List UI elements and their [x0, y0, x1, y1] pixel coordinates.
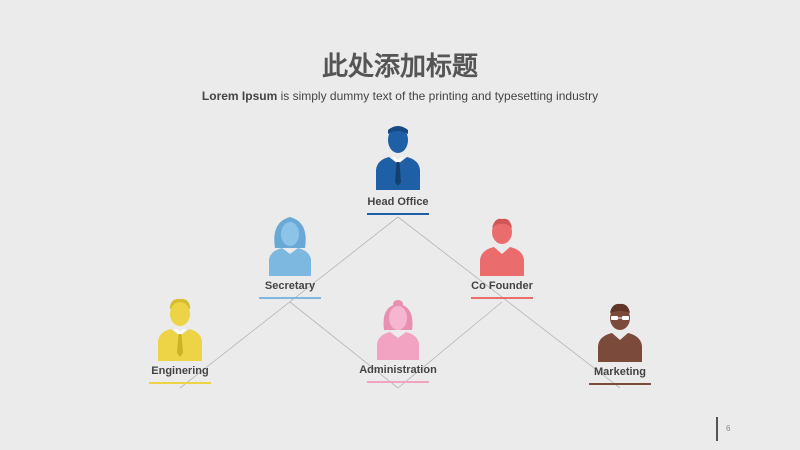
node-secretary: Secretary	[230, 214, 350, 299]
page-number-divider	[716, 417, 718, 441]
node-co-founder: Co Founder	[442, 216, 562, 299]
node-underline	[149, 382, 211, 384]
node-label: Enginering	[151, 365, 209, 377]
node-label: Head Office	[367, 196, 429, 208]
node-underline	[259, 297, 321, 299]
node-label: Co Founder	[471, 280, 533, 292]
page-title: 此处添加标题	[321, 52, 478, 82]
node-administration: Administration	[338, 298, 458, 383]
node-label: Marketing	[594, 366, 646, 378]
node-underline	[367, 381, 429, 383]
node-underline	[367, 213, 429, 215]
man-glasses-icon	[598, 303, 642, 362]
woman-icon	[377, 300, 419, 360]
node-head-office: Head Office	[338, 124, 458, 215]
node-label: Administration	[359, 364, 437, 376]
page-number: 6	[726, 424, 731, 433]
subtitle-rest: is simply dummy text of the printing and…	[277, 89, 599, 103]
man-tie-icon	[158, 298, 202, 361]
node-marketing: Marketing	[560, 302, 680, 385]
businessman-tie-icon	[376, 126, 420, 190]
connector-line	[397, 216, 621, 389]
man-icon	[480, 218, 524, 276]
connector-line	[179, 216, 399, 389]
node-enginering: Enginering	[120, 297, 240, 384]
node-label: Secretary	[264, 280, 316, 292]
node-underline	[589, 383, 651, 385]
woman-icon	[269, 217, 311, 276]
subtitle-bold: Lorem Ipsum	[201, 89, 278, 103]
subtitle: Lorem Ipsum is simply dummy text of the …	[0, 89, 800, 103]
node-underline	[471, 297, 533, 299]
connector-line	[289, 301, 399, 389]
connector-line	[397, 301, 503, 389]
